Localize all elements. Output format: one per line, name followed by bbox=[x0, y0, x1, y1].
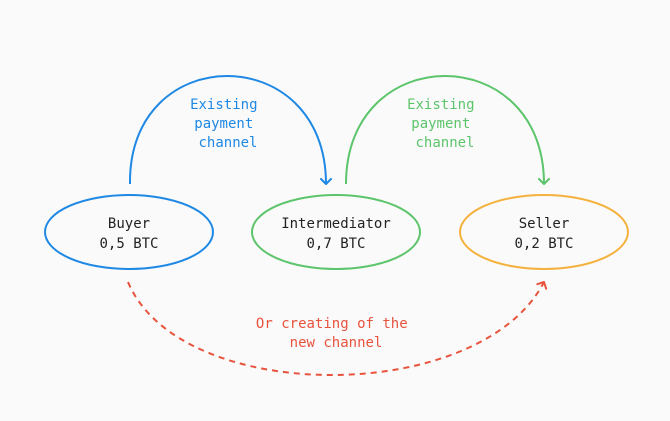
channel-arrow-buyer-intermediator bbox=[128, 75, 332, 185]
node-seller: Seller 0,2 BTC bbox=[459, 194, 629, 270]
node-intermediator-amount: 0,7 BTC bbox=[306, 236, 365, 252]
node-buyer-amount: 0,5 BTC bbox=[99, 236, 158, 252]
channel-label-buyer-intermediator: Existing payment channel bbox=[190, 97, 266, 151]
channel-label-intermediator-seller: Existing payment channel bbox=[407, 97, 483, 151]
node-intermediator: Intermediator 0,7 BTC bbox=[251, 194, 421, 270]
new-channel-arrow bbox=[127, 281, 548, 376]
node-buyer: Buyer 0,5 BTC bbox=[44, 194, 214, 270]
node-buyer-name: Buyer bbox=[108, 216, 150, 232]
node-seller-name: Seller bbox=[519, 216, 570, 232]
node-intermediator-name: Intermediator bbox=[281, 216, 391, 232]
new-channel-label: Or creating of the new channel bbox=[256, 316, 416, 351]
channel-arrow-intermediator-seller bbox=[345, 75, 550, 185]
node-seller-amount: 0,2 BTC bbox=[514, 236, 573, 252]
